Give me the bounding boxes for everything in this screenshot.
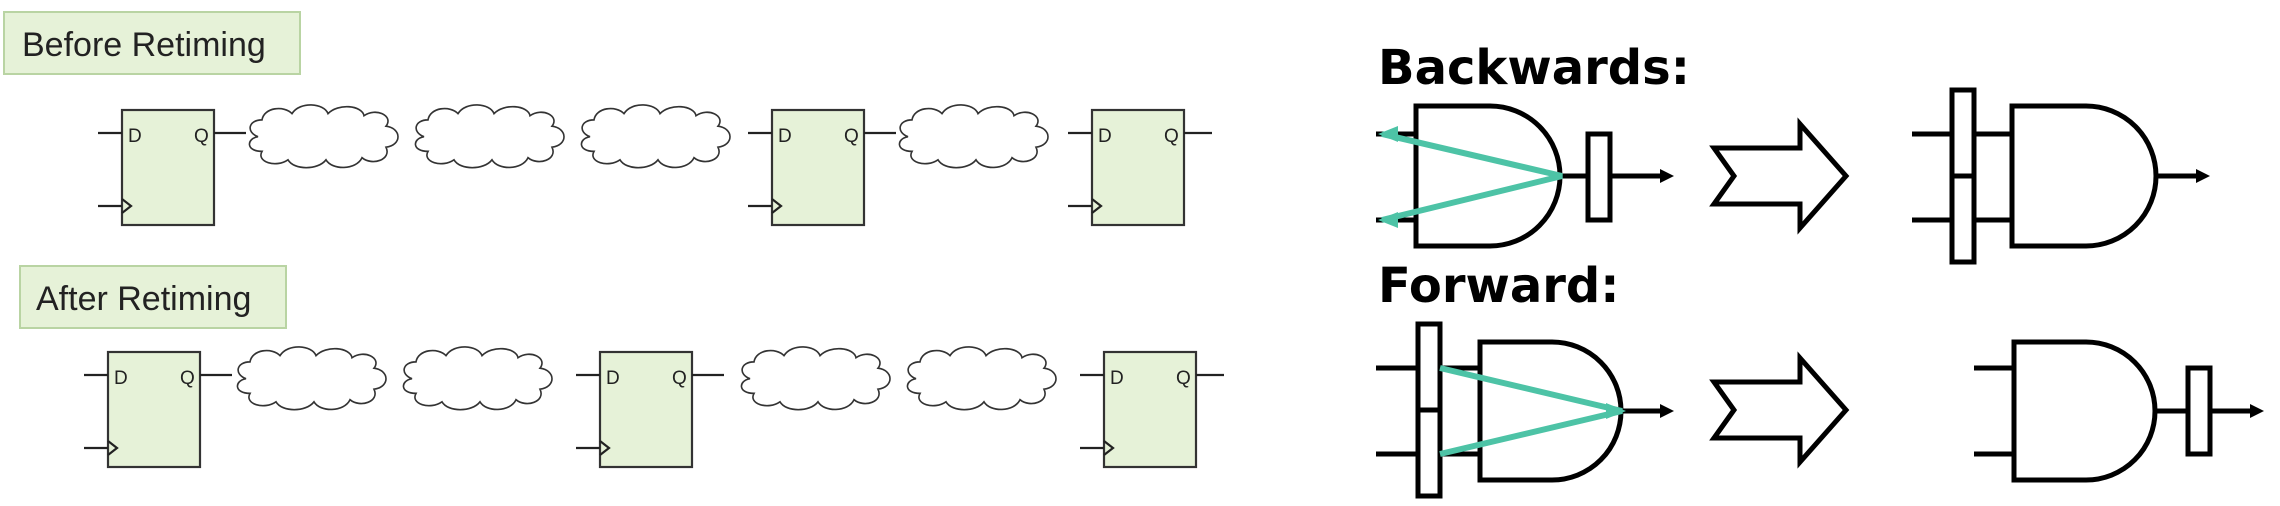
pin-q: Q xyxy=(1176,368,1191,389)
backwards-heading: Backwards: xyxy=(1378,40,1690,96)
flipflop: D Q xyxy=(748,108,896,227)
backwards-before-gate xyxy=(1376,103,1674,249)
forward-heading: Forward: xyxy=(1378,258,1619,314)
flipflop: D Q xyxy=(576,350,724,469)
flipflop: D Q xyxy=(1080,350,1224,469)
pin-d: D xyxy=(778,126,792,147)
register xyxy=(1949,173,1977,265)
flipflop: D Q xyxy=(84,350,232,469)
pin-d: D xyxy=(114,368,128,389)
before-label-box xyxy=(3,11,301,75)
register xyxy=(1415,321,1443,413)
flipflop: D Q xyxy=(98,108,246,227)
and-gate xyxy=(2011,339,2158,483)
register xyxy=(1415,407,1443,499)
register xyxy=(2185,365,2213,457)
logic-cloud xyxy=(898,104,1049,169)
pin-d: D xyxy=(128,126,142,147)
pin-q: Q xyxy=(194,126,209,147)
pin-q: Q xyxy=(672,368,687,389)
flipflop: D Q xyxy=(1068,108,1212,227)
pin-q: Q xyxy=(844,126,859,147)
pin-q: Q xyxy=(1164,126,1179,147)
pin-d: D xyxy=(1098,126,1112,147)
and-gate xyxy=(1477,339,1624,483)
pin-q: Q xyxy=(180,368,195,389)
backwards-after-gate xyxy=(1912,87,2210,265)
logic-cloud xyxy=(402,346,553,411)
register xyxy=(1585,131,1613,223)
logic-cloud xyxy=(580,104,731,169)
transform-arrow xyxy=(1709,351,1850,469)
transform-arrow xyxy=(1709,117,1850,235)
pin-d: D xyxy=(606,368,620,389)
before-retiming-label: Before Retiming xyxy=(3,11,301,75)
logic-cloud xyxy=(236,346,387,411)
logic-cloud xyxy=(248,104,399,169)
after-label-box xyxy=(19,265,287,329)
after-retiming-label: After Retiming xyxy=(19,265,287,329)
logic-cloud xyxy=(906,346,1057,411)
pin-d: D xyxy=(1110,368,1124,389)
and-gate xyxy=(2009,103,2159,249)
after-row: D Q D Q D Q xyxy=(84,346,1224,469)
forward-before-gate xyxy=(1376,321,1674,499)
after-label-text: After Retiming xyxy=(36,280,251,318)
critical-path xyxy=(1381,131,1563,223)
before-label-text: Before Retiming xyxy=(22,26,266,64)
before-row: D Q D Q D Q xyxy=(98,104,1212,227)
forward-after-gate xyxy=(1974,339,2264,483)
and-gate xyxy=(1413,103,1563,249)
logic-cloud xyxy=(414,104,565,169)
logic-cloud xyxy=(740,346,891,411)
register xyxy=(1949,87,1977,179)
